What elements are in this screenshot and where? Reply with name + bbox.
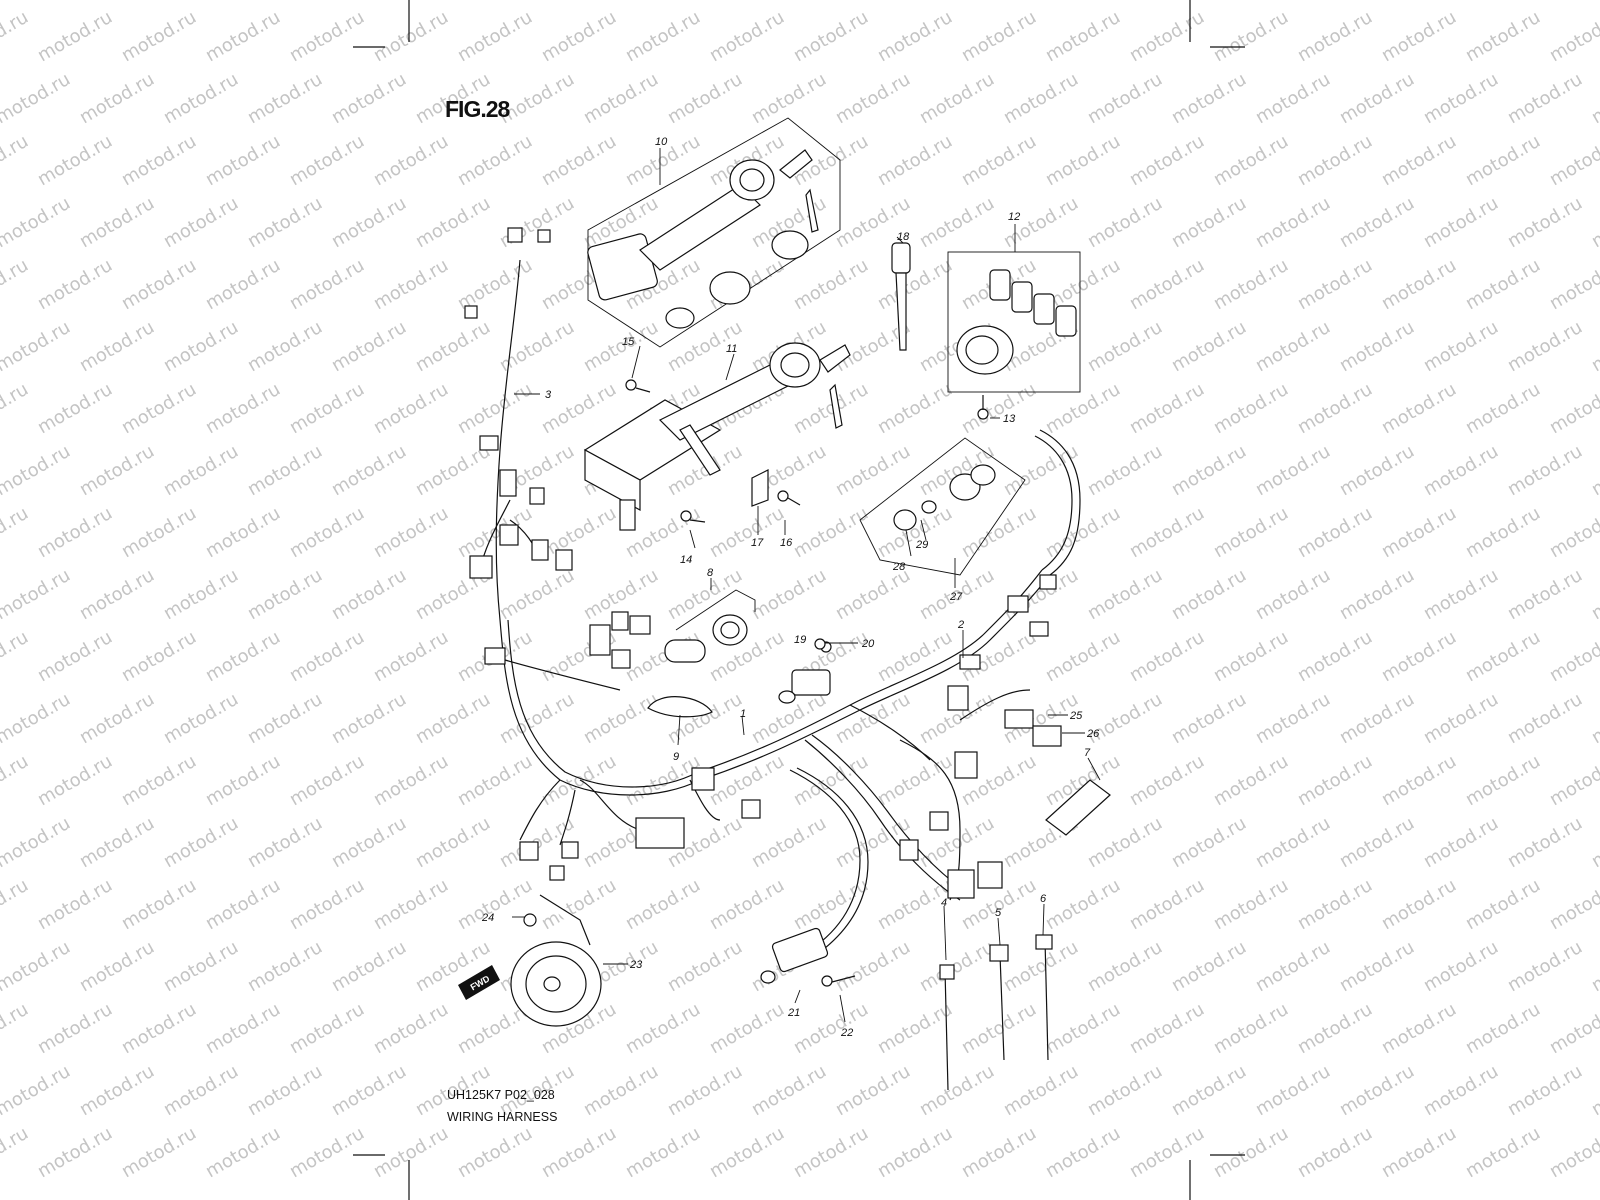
callout-23: 23 bbox=[629, 959, 643, 971]
callout-5: 5 bbox=[995, 907, 1002, 919]
callout-13: 13 bbox=[1003, 413, 1016, 425]
switch-21 bbox=[760, 927, 829, 984]
fwd-arrow: FWD bbox=[458, 965, 500, 1000]
switch-8 bbox=[664, 614, 748, 663]
callout-10: 10 bbox=[655, 136, 668, 148]
switch-19 bbox=[778, 641, 832, 704]
ignition-switch-body bbox=[587, 149, 819, 329]
clip-17 bbox=[751, 469, 769, 507]
box-12 bbox=[947, 251, 1081, 393]
cap-set bbox=[956, 269, 1077, 375]
callout-16: 16 bbox=[780, 537, 793, 549]
callout-leaders bbox=[512, 148, 1101, 1023]
crop-marks bbox=[353, 0, 1245, 1200]
figure-code: UH125K7 P02_028 bbox=[447, 1088, 555, 1102]
callout-1: 1 bbox=[740, 708, 746, 720]
callout-3: 3 bbox=[545, 389, 552, 401]
callout-12: 12 bbox=[1008, 211, 1020, 223]
callout-19: 19 bbox=[794, 634, 806, 646]
callout-labels: 1 2 3 4 5 6 7 8 9 10 11 12 13 14 15 16 1… bbox=[481, 136, 1100, 1039]
lock-cylinder-set bbox=[893, 464, 996, 531]
callout-14: 14 bbox=[680, 554, 692, 566]
callout-22: 22 bbox=[840, 1027, 853, 1039]
horn bbox=[510, 894, 602, 1027]
key-blank bbox=[891, 242, 911, 351]
pad-9 bbox=[647, 696, 713, 718]
ties bbox=[939, 934, 1053, 1091]
callout-4: 4 bbox=[941, 897, 947, 909]
callout-7: 7 bbox=[1084, 747, 1091, 759]
callout-20: 20 bbox=[861, 638, 875, 650]
connectors bbox=[464, 227, 1062, 899]
callout-6: 6 bbox=[1040, 893, 1047, 905]
callout-17: 17 bbox=[751, 537, 764, 549]
callout-24: 24 bbox=[481, 912, 494, 924]
bolts bbox=[625, 379, 989, 987]
figure-caption: WIRING HARNESS bbox=[447, 1110, 558, 1124]
callout-11: 11 bbox=[726, 343, 737, 355]
tube-7 bbox=[1045, 779, 1111, 836]
callout-29: 29 bbox=[915, 539, 928, 551]
callout-21: 21 bbox=[787, 1007, 800, 1019]
callout-18: 18 bbox=[897, 231, 910, 243]
callout-2: 2 bbox=[957, 619, 964, 631]
steering-lock-assembly-box bbox=[587, 117, 841, 348]
box-8 bbox=[664, 589, 756, 663]
callout-27: 27 bbox=[949, 591, 963, 603]
box-27 bbox=[859, 437, 1026, 576]
callout-28: 28 bbox=[892, 561, 906, 573]
callout-25: 25 bbox=[1069, 710, 1083, 722]
callout-15: 15 bbox=[622, 336, 635, 348]
steering-lock bbox=[583, 342, 851, 531]
main-wiring-harness bbox=[479, 259, 1081, 956]
figure-title: FIG.28 bbox=[445, 96, 510, 122]
callout-8: 8 bbox=[707, 567, 714, 579]
callout-9: 9 bbox=[673, 751, 679, 763]
callout-26: 26 bbox=[1086, 728, 1100, 740]
